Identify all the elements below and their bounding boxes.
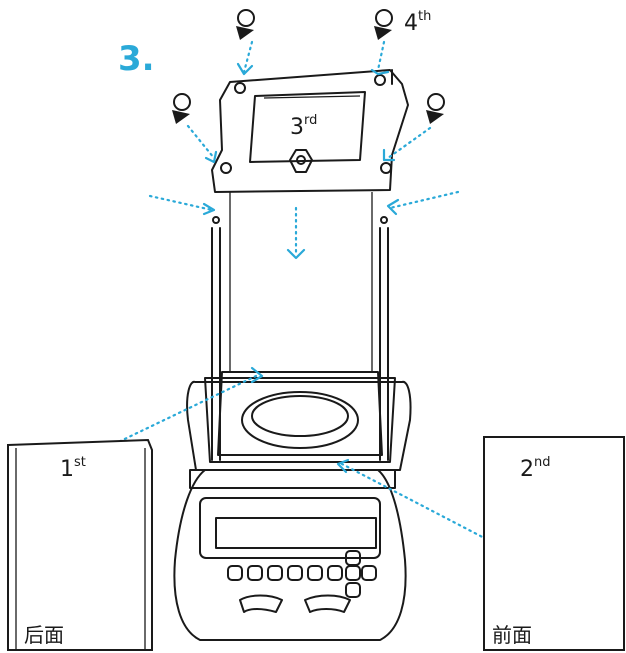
top-frame: [211, 69, 409, 193]
keypad: [227, 550, 377, 598]
back-panel-caption: 后面: [24, 623, 64, 647]
label-fourth: 4th: [404, 9, 431, 36]
screw-icon-right: [426, 93, 445, 124]
front-panel-caption: 前面: [492, 623, 532, 647]
screw-icon-left: [172, 93, 191, 124]
display-screen: [215, 517, 377, 549]
label-first: 1st: [60, 455, 86, 482]
screw-icon-top-left: [236, 9, 255, 40]
front-panel: [483, 436, 625, 651]
screw-icon-top-right: [374, 9, 393, 40]
back-panel: [7, 438, 153, 651]
step-number: 3.: [118, 39, 155, 79]
balance-body: [173, 469, 407, 641]
weighing-chamber: [186, 192, 412, 471]
weighing-pan: [241, 391, 359, 449]
label-third: 3rd: [290, 113, 317, 140]
display-panel: [199, 497, 381, 559]
label-second: 2nd: [520, 455, 551, 482]
